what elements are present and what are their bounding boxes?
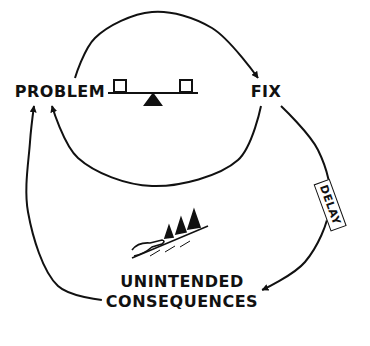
seesaw-weight	[114, 80, 126, 92]
seesaw	[108, 80, 198, 105]
tree	[176, 218, 186, 234]
seesaw-weight	[180, 80, 192, 92]
node-label: UNINTENDED CONSEQUENCES	[106, 272, 258, 312]
hand-sketch	[132, 240, 164, 256]
hill-sketch	[132, 210, 208, 258]
loop-arrow	[75, 12, 258, 78]
tree	[188, 210, 200, 229]
text-node: FIX	[251, 82, 282, 102]
seesaw-fulcrum	[145, 94, 161, 105]
node-label: PROBLEM	[15, 82, 105, 102]
hill-shading	[150, 241, 190, 256]
tree	[165, 226, 173, 238]
loop-arrow	[26, 106, 102, 300]
text-node: PROBLEM	[15, 82, 105, 102]
node-label: FIX	[251, 82, 282, 102]
delay-label: DELAY	[313, 179, 346, 231]
text-node: UNINTENDED CONSEQUENCES	[106, 272, 258, 312]
loop-arrow	[52, 106, 261, 186]
hill-slope	[132, 226, 208, 258]
